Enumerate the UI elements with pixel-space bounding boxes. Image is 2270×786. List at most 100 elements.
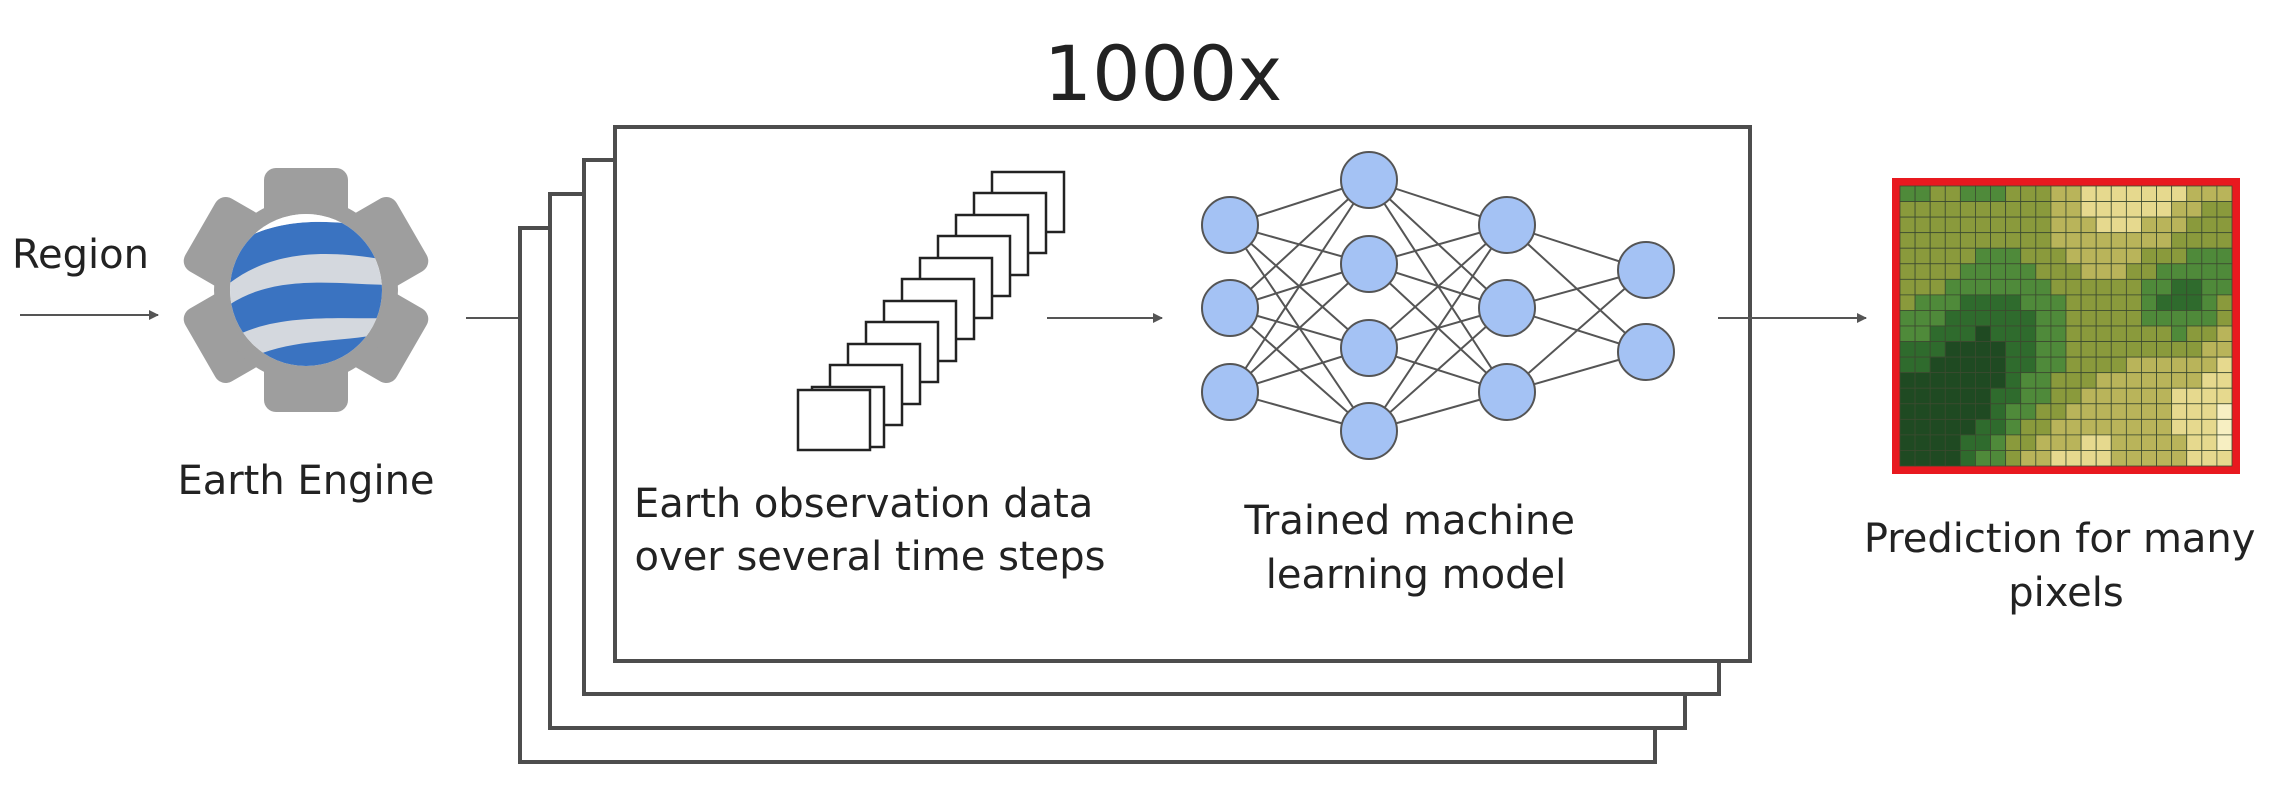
map-pixel (1914, 450, 1931, 467)
map-pixel (2171, 278, 2188, 296)
map-pixel (1899, 450, 1916, 467)
map-pixel (2095, 325, 2112, 342)
map-pixel (2216, 185, 2233, 202)
map-pixel (2201, 247, 2218, 265)
map-pixel (2186, 450, 2203, 467)
map-pixel (2095, 372, 2112, 389)
map-pixel (2141, 278, 2157, 296)
map-pixel (2065, 356, 2082, 374)
map-pixel (2186, 418, 2203, 436)
map-pixel (1975, 278, 1991, 296)
map-pixel (2050, 341, 2067, 358)
map-pixel (2125, 201, 2142, 218)
map-pixel (1990, 201, 2007, 218)
map-pixel (2050, 403, 2067, 420)
model-label: Trained machine learning model (1243, 498, 1587, 598)
map-pixel (2141, 263, 2157, 280)
map-pixel (1929, 201, 1946, 218)
map-pixel (2065, 403, 2082, 420)
map-pixel (1975, 372, 1991, 389)
map-pixel (2080, 434, 2097, 451)
map-pixel (1959, 387, 1976, 405)
map-pixel (2201, 263, 2218, 280)
map-pixel (2065, 201, 2082, 218)
map-pixel (2020, 341, 2037, 358)
map-pixel (2050, 216, 2067, 234)
map-pixel (2156, 418, 2173, 436)
map-pixel (2125, 387, 2142, 405)
map-pixel (2080, 201, 2097, 218)
map-pixel (1899, 263, 1916, 280)
map-pixel (2020, 201, 2037, 218)
map-pixel (2110, 341, 2127, 358)
map-pixel (2216, 232, 2233, 249)
map-pixel (2110, 232, 2127, 249)
map-pixel (2095, 387, 2112, 405)
map-pixel (2216, 216, 2233, 234)
map-pixel (2035, 341, 2052, 358)
map-pixel (2201, 387, 2218, 405)
map-pixel (2110, 263, 2127, 280)
map-pixel (2171, 294, 2188, 311)
map-pixel (2020, 185, 2037, 202)
map-pixel (1975, 418, 1991, 436)
map-pixel (1929, 278, 1946, 296)
map-pixel (2050, 325, 2067, 342)
map-pixel (2065, 325, 2082, 342)
map-pixel (2005, 356, 2022, 374)
map-pixel (1929, 185, 1946, 202)
map-pixel (2050, 310, 2067, 327)
map-pixel (1929, 341, 1946, 358)
map-pixel (2201, 325, 2218, 342)
map-pixel (1990, 247, 2007, 265)
map-pixel (1975, 341, 1991, 358)
map-pixel (2020, 278, 2037, 296)
map-pixel (1929, 450, 1946, 467)
map-pixel (2065, 341, 2082, 358)
prediction-map (1892, 178, 2240, 474)
map-pixel (2216, 387, 2233, 405)
map-pixel (1959, 310, 1976, 327)
map-pixel (1929, 232, 1946, 249)
map-pixel (2080, 403, 2097, 420)
map-pixel (2065, 185, 2082, 202)
map-pixel (2110, 310, 2127, 327)
map-pixel (2141, 387, 2157, 405)
map-pixel (1929, 403, 1946, 420)
map-pixel (2005, 418, 2022, 436)
map-pixel (2141, 450, 2157, 467)
map-pixel (2186, 263, 2203, 280)
map-pixel (2125, 341, 2142, 358)
map-pixel (2080, 450, 2097, 467)
map-pixel (2020, 247, 2037, 265)
map-pixel (1899, 387, 1916, 405)
output-label: Prediction for many pixels (1864, 516, 2268, 616)
map-pixel (2050, 372, 2067, 389)
map-pixel (1959, 278, 1976, 296)
map-pixel (2020, 356, 2037, 374)
map-pixel (1929, 294, 1946, 311)
map-pixel (2110, 294, 2127, 311)
map-pixel (2095, 341, 2112, 358)
data-label-line-1: Earth observation data (634, 481, 1093, 527)
map-pixel (1929, 310, 1946, 327)
map-pixel (2005, 403, 2022, 420)
map-pixel (2080, 310, 2097, 327)
map-pixel (2141, 418, 2157, 436)
map-pixel (2125, 294, 2142, 311)
map-pixel (1899, 325, 1916, 342)
map-pixel (2156, 185, 2173, 202)
map-pixel (2035, 232, 2052, 249)
map-pixel (1929, 434, 1946, 451)
map-pixel (1944, 263, 1961, 280)
map-pixel (1990, 403, 2007, 420)
region-label: Region (12, 232, 149, 278)
map-pixel (2095, 294, 2112, 311)
map-pixel (1959, 201, 1976, 218)
map-pixel (1975, 325, 1991, 342)
map-pixel (1899, 278, 1916, 296)
map-pixel (2141, 216, 2157, 234)
map-pixel (2125, 372, 2142, 389)
map-pixel (2065, 263, 2082, 280)
map-pixel (2035, 325, 2052, 342)
